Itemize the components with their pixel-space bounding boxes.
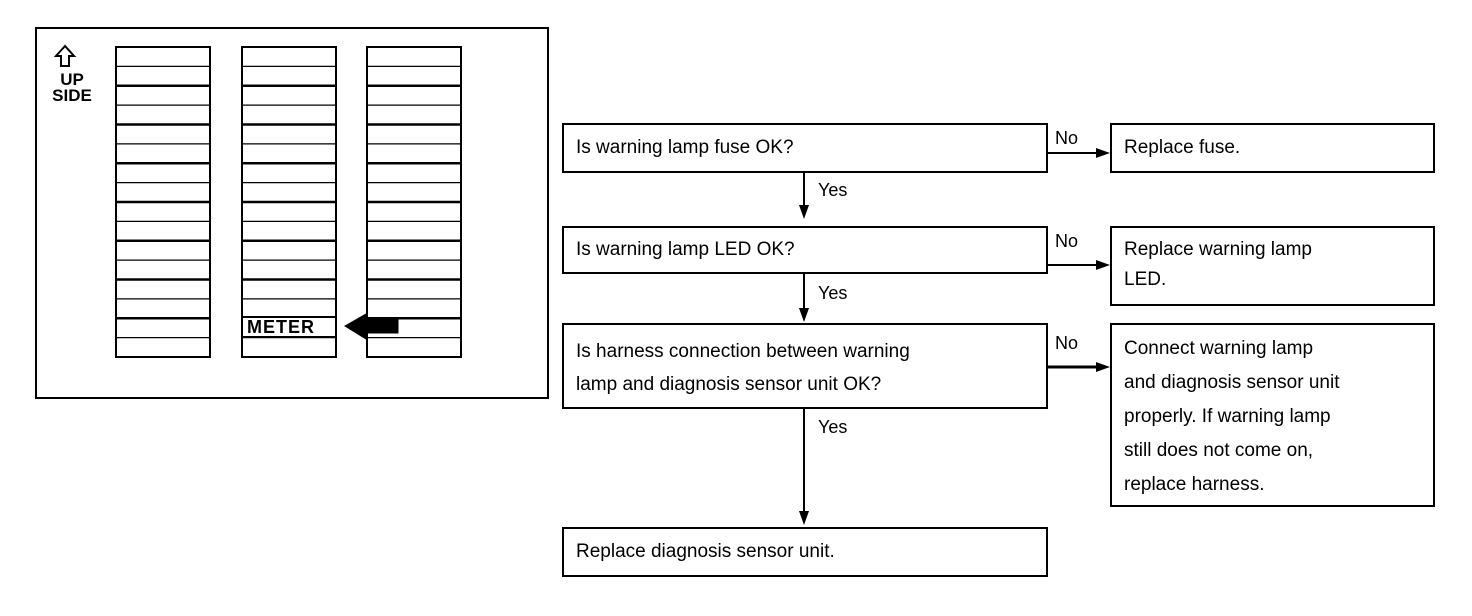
end-text: Replace diagnosis sensor unit. bbox=[576, 541, 835, 562]
left-arrow-icon bbox=[344, 313, 399, 340]
connectors bbox=[803, 152, 1102, 514]
action-box-3 bbox=[1110, 323, 1435, 507]
action-2-text: Replace warning lamp LED. bbox=[1124, 239, 1312, 290]
question-box-3 bbox=[562, 323, 1048, 409]
yes-label-2: Yes bbox=[818, 283, 848, 303]
no-label-3: No bbox=[1055, 333, 1079, 353]
action-1-text: Replace fuse. bbox=[1124, 137, 1241, 158]
arrowhead-no-3 bbox=[1096, 362, 1110, 372]
arrowhead-yes-2 bbox=[799, 308, 809, 322]
question-box-2 bbox=[562, 226, 1048, 274]
orientation-label: UP SIDE bbox=[52, 70, 92, 105]
meter-label: METER bbox=[247, 317, 315, 337]
arrowhead-no-2 bbox=[1096, 260, 1110, 270]
question-3-text: Is harness connection between warning la… bbox=[576, 341, 910, 395]
fuse-columns bbox=[115, 46, 462, 358]
question-2-text: Is warning lamp LED OK? bbox=[576, 239, 795, 260]
question-1-text: Is warning lamp fuse OK? bbox=[576, 137, 794, 158]
no-label-1: No bbox=[1055, 128, 1079, 148]
end-box bbox=[562, 527, 1048, 577]
up-arrow-outline-icon bbox=[53, 44, 77, 67]
fuse-panel-frame bbox=[35, 27, 549, 399]
action-box-2 bbox=[1110, 226, 1435, 306]
arrowhead-yes-3 bbox=[799, 511, 809, 525]
arrowhead-no-1 bbox=[1096, 148, 1110, 158]
arrowheads bbox=[799, 148, 1110, 525]
question-box-1 bbox=[562, 123, 1048, 173]
action-box-1 bbox=[1110, 123, 1435, 173]
no-label-2: No bbox=[1055, 231, 1079, 251]
yes-label-1: Yes bbox=[818, 180, 848, 200]
yes-label-3: Yes bbox=[818, 417, 848, 437]
action-3-text: Connect warning lamp and diagnosis senso… bbox=[1124, 338, 1340, 495]
arrowhead-yes-1 bbox=[799, 205, 809, 219]
meter-fuse-slot bbox=[241, 316, 337, 338]
